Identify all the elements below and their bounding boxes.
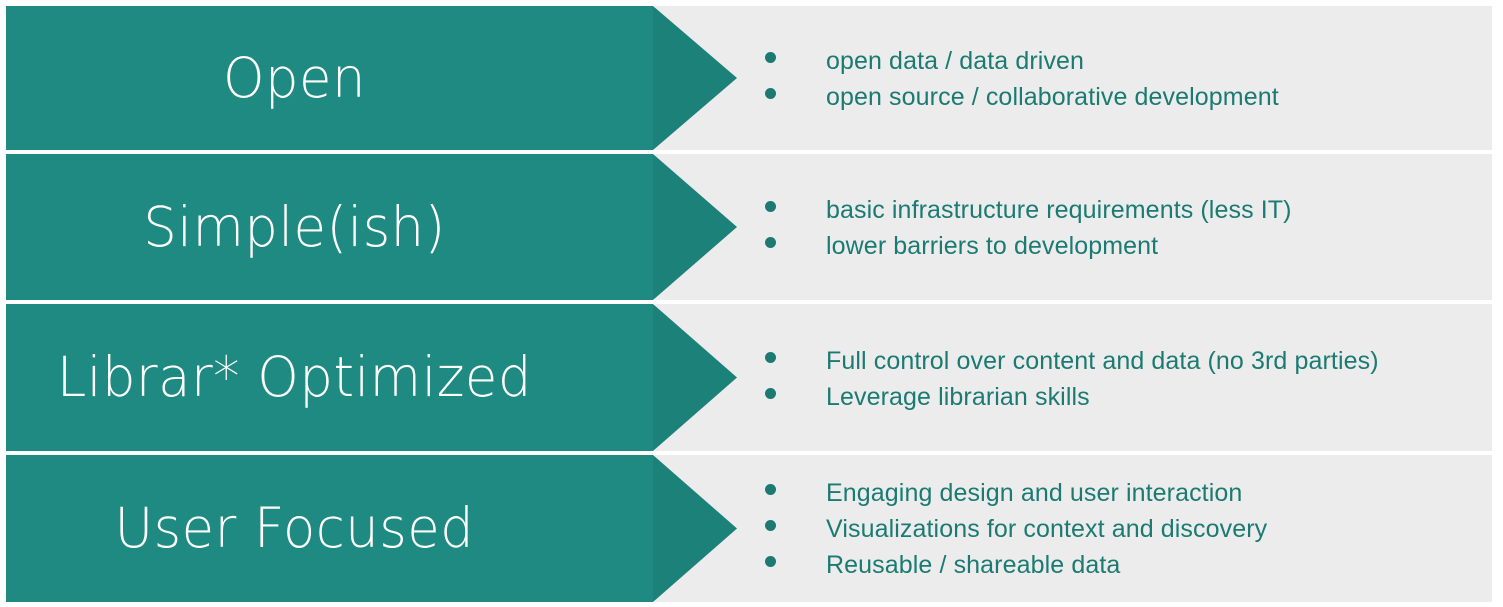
bullet-panel: [655, 455, 1492, 602]
arrow-label: Open: [6, 6, 653, 150]
bullet-dot-icon: [765, 52, 776, 63]
bullet-dot-icon: [765, 483, 776, 495]
bullet-list: open data / data driven open source / co…: [765, 6, 1493, 150]
list-item: Visualizations for context and discovery: [765, 511, 1493, 547]
bullet-dot-icon: [765, 519, 776, 531]
arrow-body: [6, 6, 653, 150]
list-item: Reusable / shareable data: [765, 547, 1493, 583]
diagram-row: Librar* Optimized Full control over cont…: [0, 304, 1503, 451]
bullet-text: Full control over content and data (no 3…: [826, 346, 1379, 375]
bullet-dot-icon: [765, 237, 776, 248]
bullet-text: basic infrastructure requirements (less …: [826, 196, 1292, 224]
bullet-dot-icon: [765, 555, 776, 567]
bullet-panel: [655, 304, 1492, 451]
bullet-text: Leverage librarian skills: [826, 382, 1090, 411]
arrow-shape[interactable]: User Focused: [6, 455, 737, 602]
arrow-label: Simple(ish): [6, 154, 653, 300]
list-item: Engaging design and user interaction: [765, 475, 1493, 511]
arrow-label-text: User Focused: [114, 496, 475, 560]
bullet-panel: [655, 154, 1492, 300]
bullet-text: Engaging design and user interaction: [826, 478, 1243, 507]
diagram-row: User Focused Engaging design and user in…: [0, 455, 1503, 602]
bullet-text: open data / data driven: [826, 47, 1085, 75]
bullet-dot-icon: [765, 351, 776, 363]
bullet-text: open source / collaborative development: [826, 83, 1279, 111]
diagram-row: Open open data / data driven open source…: [0, 6, 1503, 150]
bullet-list: Full control over content and data (no 3…: [765, 304, 1493, 451]
list-item: basic infrastructure requirements (less …: [765, 192, 1493, 228]
bullet-text: Visualizations for context and discovery: [826, 514, 1268, 543]
list-item: Leverage librarian skills: [765, 379, 1493, 415]
arrow-body: [6, 304, 653, 451]
arrow-label-text: Simple(ish): [143, 194, 446, 259]
bullet-text: Reusable / shareable data: [826, 550, 1121, 579]
arrow-shape[interactable]: Simple(ish): [6, 154, 737, 300]
bullet-text: lower barriers to development: [826, 232, 1159, 260]
arrow-label: Librar* Optimized: [6, 304, 653, 451]
arrow-label-text: Librar* Optimized: [57, 345, 532, 409]
bullet-dot-icon: [765, 201, 776, 212]
arrow-label: User Focused: [6, 455, 653, 602]
bullet-dot-icon: [765, 387, 776, 399]
arrow-body: [6, 154, 653, 300]
bullet-dot-icon: [765, 88, 776, 99]
bullet-panel: [655, 6, 1492, 150]
list-item: lower barriers to development: [765, 228, 1493, 264]
list-item: Full control over content and data (no 3…: [765, 343, 1493, 379]
bullet-list: Engaging design and user interaction Vis…: [765, 455, 1493, 602]
arrow-label-text: Open: [223, 45, 366, 110]
arrow-shape[interactable]: Librar* Optimized: [6, 304, 737, 451]
list-item: open data / data driven: [765, 43, 1493, 79]
list-item: open source / collaborative development: [765, 79, 1493, 115]
diagram-row: Simple(ish) basic infrastructure require…: [0, 154, 1503, 300]
arrow-shape[interactable]: Open: [6, 6, 737, 150]
arrow-body: [6, 455, 653, 602]
bullet-list: basic infrastructure requirements (less …: [765, 154, 1493, 300]
